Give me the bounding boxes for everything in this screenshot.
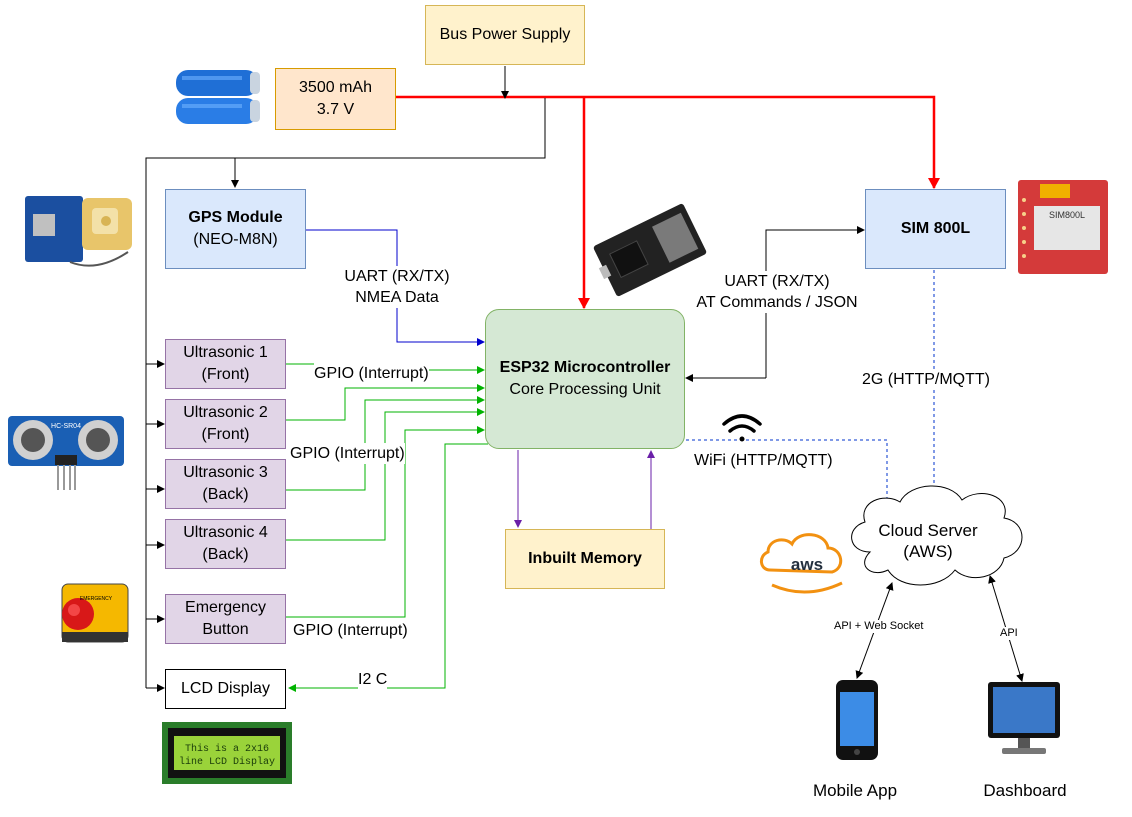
lcd-text-2: line LCD Display [179, 756, 275, 768]
sim-uart-line1: UART (RX/TX) [724, 273, 830, 290]
cloud-server-subtitle: (AWS) [903, 542, 953, 561]
esp32-subtitle: Core Processing Unit [509, 381, 661, 398]
ultrasonic-2-position: (Front) [201, 426, 250, 443]
sim-chip-label: SIM800L [1049, 210, 1085, 220]
dashboard-label: Dashboard [983, 781, 1067, 800]
inbuilt-memory-label: Inbuilt Memory [528, 550, 642, 567]
ultrasonic-2-name: Ultrasonic 2 [183, 404, 268, 421]
lcd-display-label: LCD Display [181, 680, 270, 697]
sim800l-title: SIM 800L [900, 220, 971, 237]
ultrasonic-1-position: (Front) [201, 366, 250, 383]
i2c-label: I2 C [358, 669, 388, 690]
wifi-label: WiFi (HTTP/MQTT) [694, 450, 833, 471]
mobile-app-label: Mobile App [812, 781, 898, 800]
ultrasonic-3-position: (Back) [202, 486, 249, 503]
bus-power-supply-box: Bus Power Supply [425, 5, 585, 65]
emergency-button-line1: Emergency [185, 599, 266, 616]
battery-voltage: 3.7 V [316, 101, 355, 118]
cloud-server-title: Cloud Server [878, 521, 978, 540]
inbuilt-memory-box: Inbuilt Memory [505, 529, 665, 589]
mobile-phone-icon [836, 680, 878, 760]
ultrasonic-1-box: Ultrasonic 1 (Front) [165, 339, 286, 389]
battery-image [176, 70, 260, 124]
api-label: API [1000, 627, 1018, 640]
gps-module-subtitle: (NEO-M8N) [193, 231, 278, 248]
wifi-icon [722, 414, 762, 442]
gpio-label-1: GPIO (Interrupt) [314, 363, 429, 384]
monitor-icon [988, 682, 1060, 754]
esp32-title: ESP32 Microcontroller [499, 359, 671, 376]
gps-uart-line2: NMEA Data [355, 289, 439, 306]
gps-module-title: GPS Module [188, 209, 283, 226]
lcd-display-box: LCD Display [165, 669, 286, 709]
lcd-text-1: This is a 2x16 [185, 743, 269, 755]
button-label: EMERGENCY [80, 596, 113, 602]
ultrasonic-1-name: Ultrasonic 1 [183, 344, 268, 361]
cloud-shape [851, 485, 1023, 586]
emergency-button-line2: Button [202, 621, 249, 638]
sensor-label: HC-SR04 [51, 423, 81, 430]
esp32-board-image [593, 203, 707, 297]
esp32-box: ESP32 Microcontroller Core Processing Un… [485, 309, 685, 449]
gpio-label-3: GPIO (Interrupt) [293, 620, 408, 641]
battery-capacity: 3500 mAh [299, 79, 372, 96]
ultrasonic-3-name: Ultrasonic 3 [183, 464, 268, 481]
ultrasonic-4-box: Ultrasonic 4 (Back) [165, 519, 286, 569]
gpio-label-2: GPIO (Interrupt) [290, 443, 405, 464]
bus-power-supply-label: Bus Power Supply [439, 26, 571, 43]
battery-box: 3500 mAh 3.7 V [275, 68, 396, 130]
gps-module-image [25, 196, 132, 267]
aws-logo: aws [760, 533, 843, 594]
memory-lines [514, 450, 655, 529]
gsm-label: 2G (HTTP/MQTT) [862, 369, 990, 390]
lcd-image: This is a 2x16 line LCD Display [162, 722, 292, 784]
power-lines [396, 95, 940, 309]
ultrasonic-sensor-image: HC-SR04 [8, 416, 124, 490]
aws-text: aws [791, 555, 823, 574]
ultrasonic-4-position: (Back) [202, 546, 249, 563]
gps-uart-label: UART (RX/TX) NMEA Data [330, 266, 464, 308]
gps-module-box: GPS Module (NEO-M8N) [165, 189, 306, 269]
gps-uart-line1: UART (RX/TX) [344, 268, 450, 285]
ultrasonic-3-box: Ultrasonic 3 (Back) [165, 459, 286, 509]
ultrasonic-2-box: Ultrasonic 2 (Front) [165, 399, 286, 449]
wireless-lines [686, 270, 938, 516]
sim-uart-label: UART (RX/TX) AT Commands / JSON [684, 271, 870, 313]
sim-uart-line2: AT Commands / JSON [696, 294, 858, 311]
emergency-button-box: Emergency Button [165, 594, 286, 644]
sim800l-image: SIM800L [1018, 180, 1108, 274]
emergency-button-image: EMERGENCY [61, 583, 129, 643]
sim800l-box: SIM 800L [865, 189, 1006, 269]
cloud-server-label: Cloud Server (AWS) [868, 520, 988, 562]
api-websocket-label: API + Web Socket [834, 620, 924, 633]
ultrasonic-4-name: Ultrasonic 4 [183, 524, 268, 541]
